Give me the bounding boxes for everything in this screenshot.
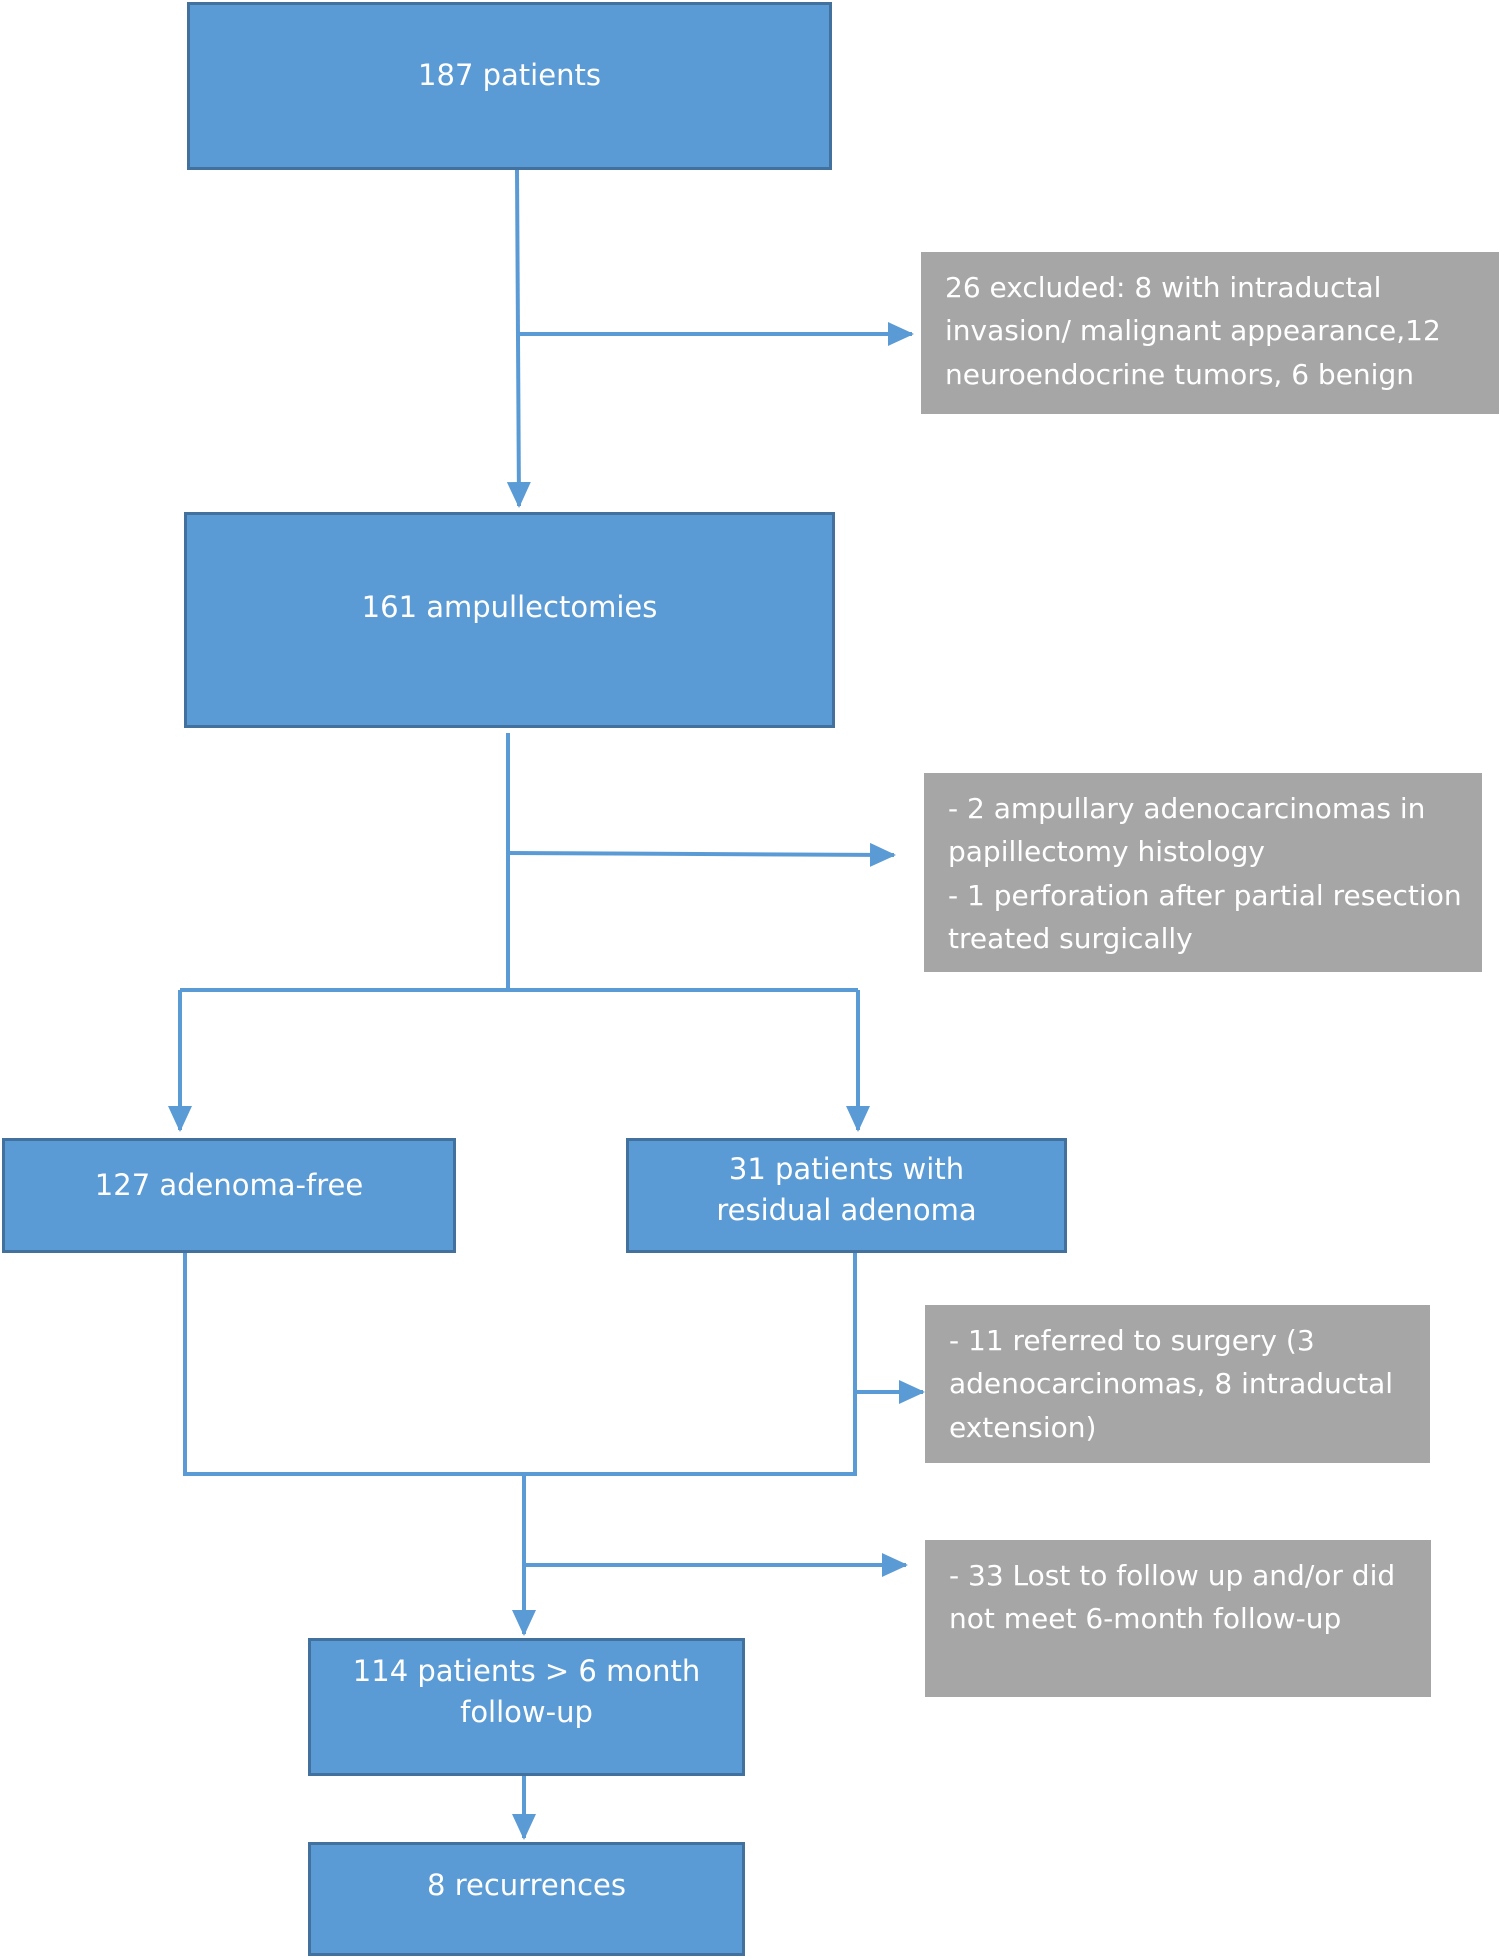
- note-surgery: - 11 referred to surgery (3 adenocarcino…: [925, 1305, 1430, 1463]
- box-127-adenoma-free: 127 adenoma-free: [2, 1138, 456, 1253]
- box-161-ampullectomies: 161 ampullectomies: [184, 512, 835, 728]
- box-8-recurrences-label: 8 recurrences: [427, 1868, 626, 1902]
- box-8-recurrences: 8 recurrences: [308, 1842, 745, 1956]
- arrow-to-complications-note: [507, 842, 896, 867]
- box-161-ampullectomies-label: 161 ampullectomies: [361, 590, 658, 624]
- box-187-patients-label: 187 patients: [418, 58, 601, 92]
- box-127-adenoma-free-label: 127 adenoma-free: [94, 1168, 364, 1202]
- box-187-patients: 187 patients: [187, 2, 832, 170]
- box-31-residual-adenoma: 31 patients with residual adenoma: [626, 1138, 1067, 1253]
- note-complications-line-1: - 2 ampullary adenocarcinomas in papille…: [948, 792, 1426, 869]
- note-lost-text: - 33 Lost to follow up and/or did not me…: [949, 1559, 1396, 1636]
- note-excluded-text: 26 excluded: 8 with intraductal invasion…: [945, 271, 1441, 391]
- note-surgery-text: - 11 referred to surgery (3 adenocarcino…: [949, 1324, 1394, 1444]
- connector-merge: [183, 1250, 857, 1476]
- box-31-residual-adenoma-label: 31 patients with residual adenoma: [716, 1152, 977, 1228]
- note-complications-line-2: - 1 perforation after partial resection …: [948, 878, 1462, 956]
- note-complications: - 2 ampullary adenocarcinomas in papille…: [924, 773, 1482, 972]
- note-lost-to-follow-up: - 33 Lost to follow up and/or did not me…: [925, 1540, 1431, 1697]
- box-114-follow-up: 114 patients > 6 month follow-up: [308, 1638, 745, 1776]
- arrow-patients-to-ampullectomies: [506, 169, 531, 508]
- box-114-follow-up-label: 114 patients > 6 month follow-up: [352, 1654, 701, 1730]
- note-excluded: 26 excluded: 8 with intraductal invasion…: [921, 252, 1499, 414]
